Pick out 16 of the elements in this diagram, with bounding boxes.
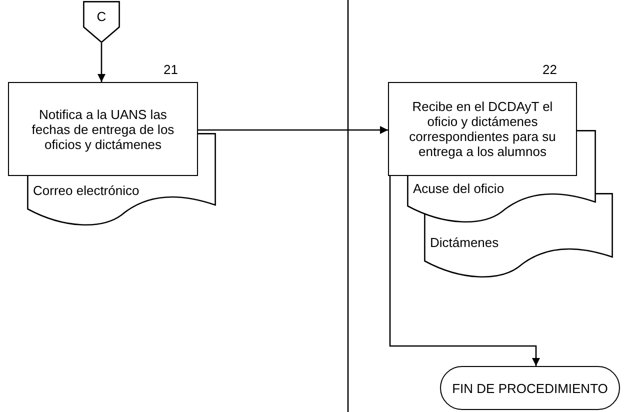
node-label: Dictámenes (430, 235, 499, 250)
node-label: Notifica a la UANS las fechas de entrega de los oficios y dictámenes (30, 106, 176, 152)
arrow (98, 43, 106, 82)
process-box (388, 82, 577, 176)
terminal-shape (440, 366, 620, 410)
node-label: Acuse del oficio (413, 181, 504, 196)
node-label: Correo electrónico (33, 183, 140, 198)
node-label: Recibe en el DCDAyT el oficio y dictámenes correspondientes para su entrega a los alumnos (408, 99, 557, 159)
connector-label: C (96, 9, 106, 24)
offpage-connector (83, 1, 120, 43)
process-box (8, 82, 198, 176)
arrow (198, 126, 388, 134)
step-number: 22 (542, 62, 557, 77)
arrow (389, 176, 540, 366)
node-label: FIN DE PROCEDIMIENTO (452, 380, 608, 396)
step-number: 21 (162, 62, 178, 77)
